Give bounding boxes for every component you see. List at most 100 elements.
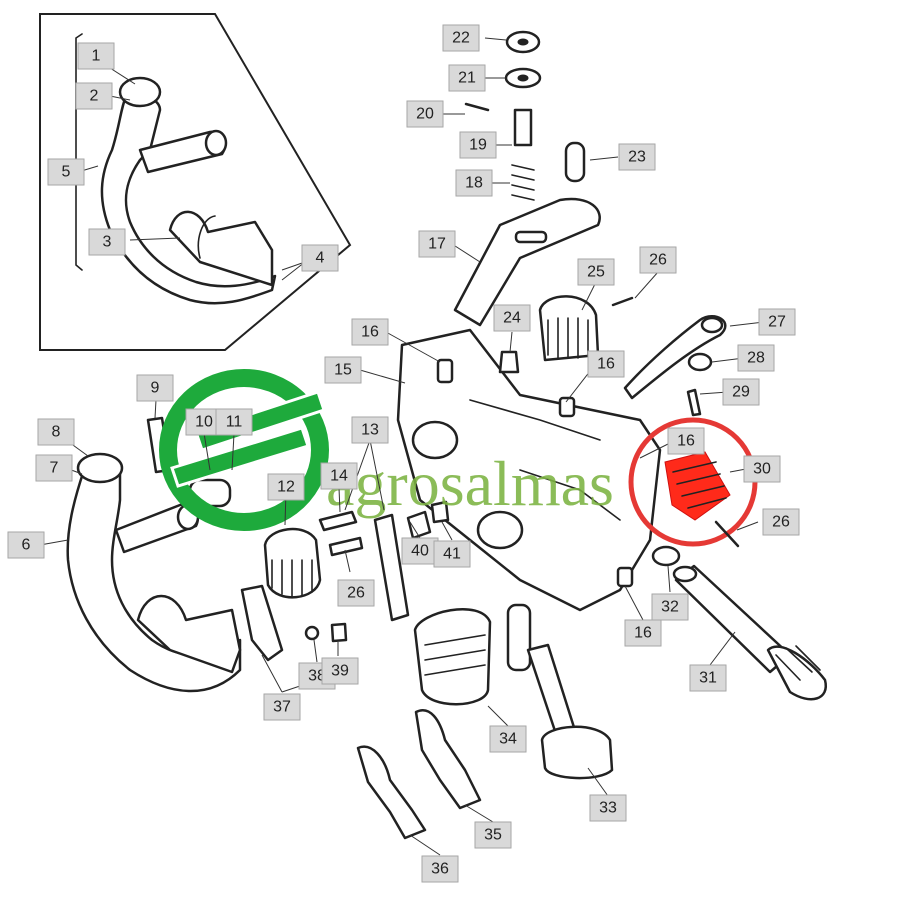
callout-c26b: 26: [337, 579, 375, 607]
callout-c26c: 26: [762, 508, 800, 536]
callout-number: 26: [347, 585, 365, 602]
callout-box: [577, 258, 615, 286]
callout-number: 23: [628, 149, 646, 166]
callout-number: 25: [587, 264, 605, 281]
callout-box: [35, 454, 73, 482]
callout-number: 16: [677, 433, 695, 450]
callout-number: 41: [443, 546, 461, 563]
callout-box: [493, 304, 531, 332]
callout-c34: 34: [489, 725, 527, 753]
callout-number: 39: [331, 663, 349, 680]
callout-box: [489, 725, 527, 753]
callout-number: 16: [597, 356, 615, 373]
callout-c41: 41: [433, 540, 471, 568]
callout-c31: 31: [689, 664, 727, 692]
callout-box: [667, 427, 705, 455]
callout-box: [263, 693, 301, 721]
callout-box: [651, 593, 689, 621]
callout-box: [47, 158, 85, 186]
callout-number: 14: [330, 468, 348, 485]
callout-c17: 17: [418, 230, 456, 258]
callout-c16c: 16: [667, 427, 705, 455]
inset-pedal: [100, 76, 277, 305]
callout-box: [75, 82, 113, 110]
callout-number: 18: [465, 175, 483, 192]
callout-box: [418, 230, 456, 258]
callout-c23: 23: [618, 143, 656, 171]
callout-box: [455, 169, 493, 197]
callout-number: 3: [103, 234, 112, 251]
callout-number: 6: [22, 537, 31, 554]
callout-number: 11: [226, 414, 243, 431]
callout-box: [442, 24, 480, 52]
callout-c39: 39: [321, 657, 359, 685]
callout-box: [689, 664, 727, 692]
callout-number: 16: [634, 625, 652, 642]
shaft-assembly: [651, 545, 828, 701]
callout-c28: 28: [737, 344, 775, 372]
central-housing: [396, 328, 662, 612]
callout-number: 33: [599, 800, 617, 817]
callout-number: 4: [316, 250, 325, 267]
callout-number: 13: [361, 422, 379, 439]
callout-box: [351, 318, 389, 346]
callout-c40: 40: [401, 537, 439, 565]
callout-c14: 14: [320, 462, 358, 490]
callout-c32: 32: [651, 593, 689, 621]
callout-box: [737, 344, 775, 372]
callout-box: [406, 100, 444, 128]
callout-number: 24: [503, 310, 521, 327]
callout-number: 35: [484, 827, 502, 844]
callout-c12: 12: [267, 473, 305, 501]
callout-c2: 2: [75, 82, 113, 110]
callout-box: [215, 408, 253, 436]
callout-number: 2: [90, 88, 99, 105]
callout-c21: 21: [448, 64, 486, 92]
callout-number: 15: [334, 362, 352, 379]
small-hardware-right: [498, 295, 727, 417]
callout-number: 1: [92, 48, 101, 65]
callout-number: 17: [428, 236, 446, 253]
callout-c24: 24: [493, 304, 531, 332]
callout-box: [351, 416, 389, 444]
callout-number: 19: [469, 137, 487, 154]
small-hardware-top: [453, 30, 601, 327]
callout-number: 12: [277, 479, 295, 496]
callout-box: [758, 308, 796, 336]
callout-box: [301, 244, 339, 272]
callout-box: [459, 131, 497, 159]
callout-number: 10: [195, 414, 213, 431]
callout-c27: 27: [758, 308, 796, 336]
callout-number: 7: [50, 460, 59, 477]
callout-box: [474, 821, 512, 849]
callout-c36: 36: [421, 855, 459, 883]
callout-c20: 20: [406, 100, 444, 128]
callout-box: [88, 228, 126, 256]
callout-number: 32: [661, 599, 679, 616]
callout-box: [433, 540, 471, 568]
callout-number: 9: [151, 380, 160, 397]
callout-number: 37: [273, 699, 291, 716]
callout-box: [639, 246, 677, 274]
callout-box: [722, 378, 760, 406]
callout-c6: 6: [7, 531, 45, 559]
main-pedal: [66, 452, 242, 693]
callout-number: 27: [768, 314, 786, 331]
callout-number: 40: [411, 543, 429, 560]
highlight-gear: [664, 451, 731, 521]
callout-number: 28: [747, 350, 765, 367]
callout-box: [321, 657, 359, 685]
callout-box: [624, 619, 662, 647]
callout-c11: 11: [215, 408, 253, 436]
callout-number: 22: [452, 30, 470, 47]
callout-box: [320, 462, 358, 490]
callout-c16d: 16: [624, 619, 662, 647]
callout-c33: 33: [589, 794, 627, 822]
callout-number: 31: [699, 670, 717, 687]
callout-box: [267, 473, 305, 501]
callout-box: [762, 508, 800, 536]
callout-box: [421, 855, 459, 883]
callout-c18: 18: [455, 169, 493, 197]
